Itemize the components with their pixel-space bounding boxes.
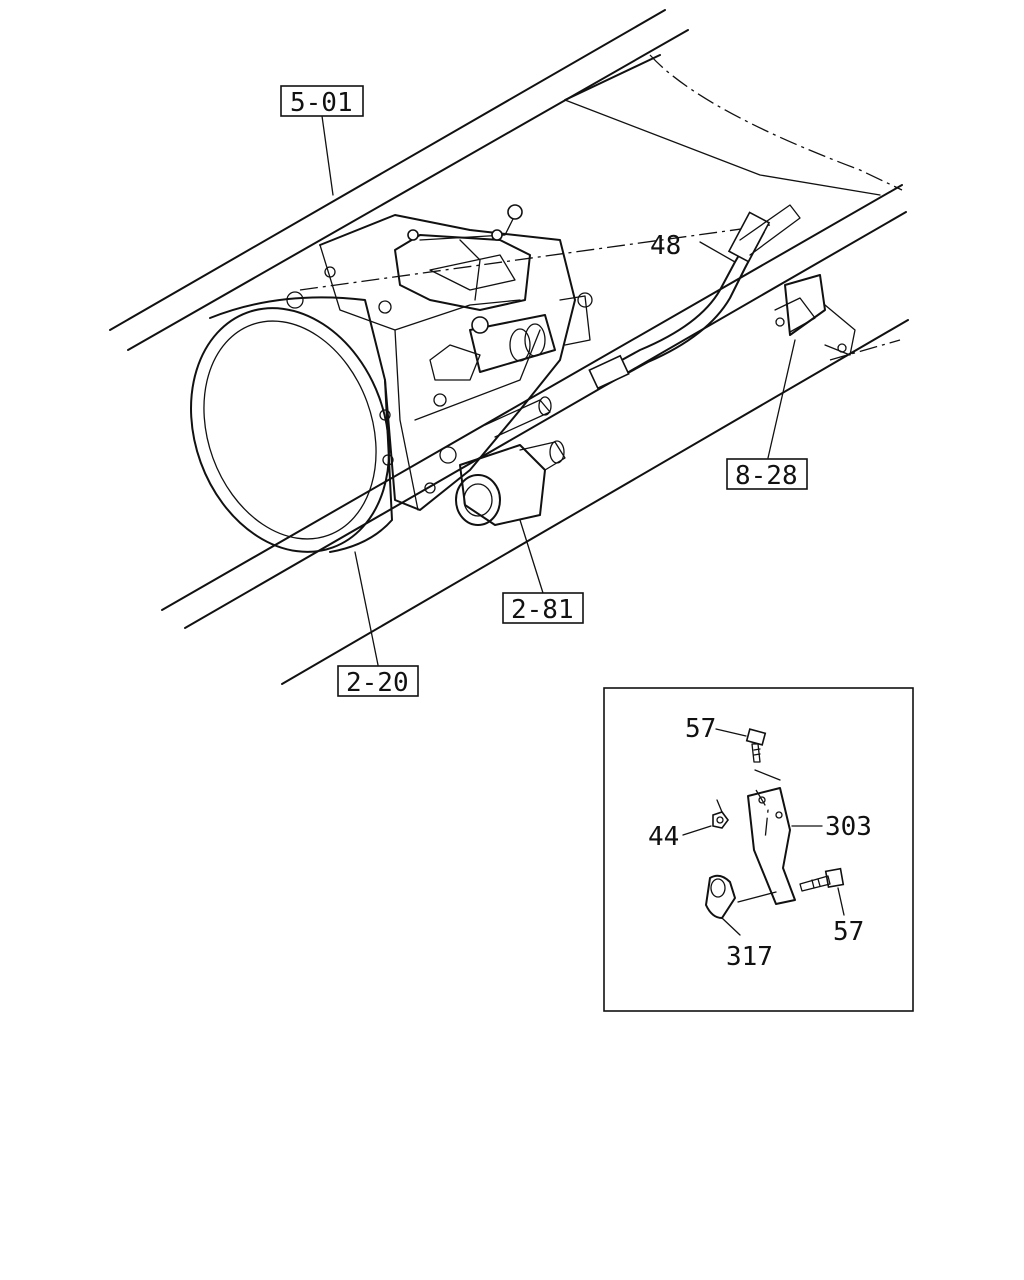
part-44-label: 44 bbox=[648, 822, 679, 852]
sensor-bracket bbox=[774, 274, 856, 356]
clip-317: 317 bbox=[705, 874, 777, 972]
part-48-label: 48 bbox=[650, 231, 681, 261]
frame-rails bbox=[109, 9, 909, 685]
bracket-303: 303 bbox=[747, 769, 872, 905]
ref-box-2-20: 2-20 bbox=[337, 665, 419, 698]
ref-box-2-81: 2-81 bbox=[502, 592, 584, 625]
ref-2-20-label: 2-20 bbox=[346, 668, 409, 698]
ref-box-8-28: 8-28 bbox=[726, 458, 808, 491]
transmission-assembly bbox=[190, 204, 593, 553]
part-317-label: 317 bbox=[726, 942, 773, 972]
ref-box-5-01: 5-01 bbox=[280, 85, 364, 118]
ref-5-01-label: 5-01 bbox=[290, 88, 353, 118]
ref-8-28-label: 8-28 bbox=[735, 461, 798, 491]
part-303-label: 303 bbox=[825, 812, 872, 842]
part-57-top-label: 57 bbox=[685, 714, 716, 744]
ref-2-81-label: 2-81 bbox=[511, 595, 574, 625]
bolt-57-top: 57 bbox=[685, 714, 767, 763]
bolt-57-bottom: 57 bbox=[799, 867, 864, 947]
hose-48: 48 bbox=[588, 204, 801, 390]
part-57-bottom-label: 57 bbox=[833, 917, 864, 947]
detail-inset: 57 303 44 57 bbox=[603, 687, 914, 1012]
nut-44: 44 bbox=[648, 799, 729, 852]
leader-lines bbox=[321, 115, 796, 666]
